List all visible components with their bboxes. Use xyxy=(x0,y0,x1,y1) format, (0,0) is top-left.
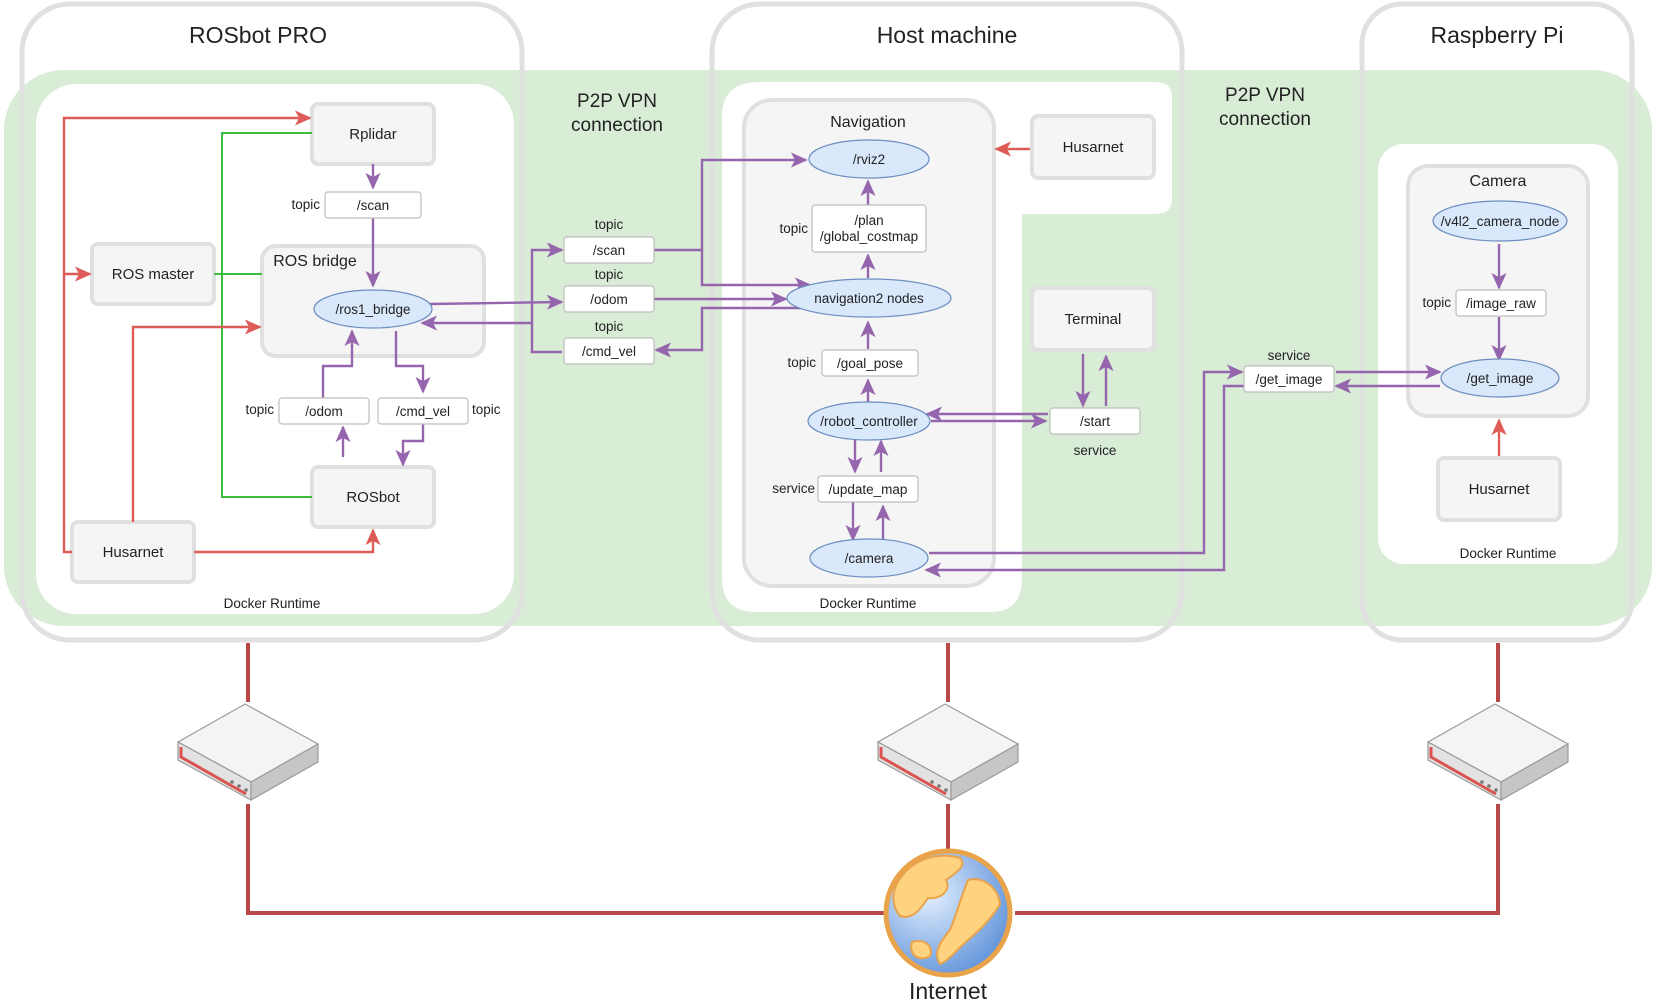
topic-word-image-raw: topic xyxy=(1422,295,1451,310)
service-box-get-image-bridge xyxy=(1243,365,1335,393)
rplidar-label: Rplidar xyxy=(349,126,397,143)
node-camera xyxy=(809,538,929,578)
docker-runtime-label-rpi: Docker Runtime xyxy=(1460,546,1557,561)
node-get-image-rpi xyxy=(1440,358,1560,398)
topic-box-scan-rosbot xyxy=(324,191,422,219)
service-get-image-bridge: /get_image xyxy=(1256,372,1323,387)
service-box-update-map xyxy=(817,475,919,503)
husarnet-label-rosbot: Husarnet xyxy=(103,544,165,561)
topic-box-odom-rosbot xyxy=(278,397,370,425)
topic-global-costmap: /global_costmap xyxy=(820,229,918,244)
vpn-label-right-2: connection xyxy=(1219,109,1311,130)
machine-title-host: Host machine xyxy=(877,22,1018,48)
node-robot-controller xyxy=(807,401,931,441)
husarnet-box-host xyxy=(1030,114,1156,180)
topic-word-cmd-vel-bridge: topic xyxy=(595,319,624,334)
husarnet-box-rpi xyxy=(1436,456,1562,522)
topic-goal-pose: /goal_pose xyxy=(837,356,903,371)
ros-master-label: ROS master xyxy=(112,266,195,283)
topic-cmd-vel-rosbot: /cmd_vel xyxy=(396,404,450,419)
node-navigation2-label: navigation2 nodes xyxy=(814,291,924,306)
node-ros1-bridge xyxy=(313,289,433,329)
vpn-label-left-2: connection xyxy=(571,115,663,136)
service-update-map: /update_map xyxy=(829,482,908,497)
topic-word-plan: topic xyxy=(779,221,808,236)
vpn-label-right-1: P2P VPN xyxy=(1225,85,1305,106)
docker-runtime-label-host: Docker Runtime xyxy=(820,596,917,611)
terminal-label: Terminal xyxy=(1065,311,1122,328)
topic-word-odom-bridge: topic xyxy=(595,267,624,282)
node-robot-controller-label: /robot_controller xyxy=(820,414,918,429)
topic-word-cmd-vel-rosbot: topic xyxy=(472,402,501,417)
ros-master-links xyxy=(214,132,312,498)
node-ros1-bridge-label: /ros1_bridge xyxy=(335,302,410,317)
network-lines xyxy=(246,643,1500,915)
globe-icon xyxy=(883,848,1013,978)
topic-box-image-raw xyxy=(1455,289,1547,317)
node-navigation2 xyxy=(786,278,952,318)
topic-scan-rosbot: /scan xyxy=(357,198,389,213)
camera-group-title: Camera xyxy=(1470,173,1527,190)
node-get-image-rpi-label: /get_image xyxy=(1467,371,1534,386)
topic-cmd-vel-bridge: /cmd_vel xyxy=(582,344,636,359)
topic-odom-bridge: /odom xyxy=(590,292,628,307)
navigation-title: Navigation xyxy=(830,114,906,131)
service-word-get-image: service xyxy=(1268,348,1311,363)
topic-word-odom-rosbot: topic xyxy=(245,402,274,417)
rosbot-label: ROSbot xyxy=(346,489,400,506)
router-icon-rpi xyxy=(1426,703,1570,802)
router-icon-host xyxy=(876,703,1020,802)
service-word-update-map: service xyxy=(772,481,815,496)
ros-bridge-title: ROS bridge xyxy=(273,253,357,270)
topic-word-goal-pose: topic xyxy=(787,355,816,370)
terminal-box xyxy=(1030,286,1156,352)
topic-box-plan xyxy=(811,204,927,253)
topic-plan: /plan xyxy=(854,213,883,228)
topic-box-odom-bridge xyxy=(563,285,655,313)
topic-box-goal-pose xyxy=(821,349,919,377)
husarnet-label-rpi: Husarnet xyxy=(1469,481,1531,498)
topic-scan-bridge: /scan xyxy=(593,243,625,258)
service-start: /start xyxy=(1080,414,1110,429)
node-v4l2-camera-label: /v4l2_camera_node xyxy=(1441,214,1560,229)
service-box-start xyxy=(1049,407,1141,435)
topic-box-cmd-vel-rosbot xyxy=(377,397,469,425)
husarnet-links xyxy=(62,110,1507,554)
machine-frame-rpi xyxy=(1359,1,1635,643)
service-word-start: service xyxy=(1074,443,1117,458)
machine-frame-host xyxy=(709,1,1185,643)
machine-title-rpi: Raspberry Pi xyxy=(1431,22,1564,48)
node-camera-label: /camera xyxy=(845,551,894,566)
node-rviz2 xyxy=(808,139,930,179)
topic-image-raw: /image_raw xyxy=(1466,296,1536,311)
topic-word-scan-bridge: topic xyxy=(595,217,624,232)
husarnet-label-host: Husarnet xyxy=(1063,139,1125,156)
topic-box-scan-bridge xyxy=(563,236,655,264)
topic-odom-rosbot: /odom xyxy=(305,404,343,419)
ros-links xyxy=(321,152,1507,578)
vpn-label-left-1: P2P VPN xyxy=(577,91,657,112)
topic-box-cmd-vel-bridge xyxy=(563,337,655,365)
machine-title-rosbot: ROSbot PRO xyxy=(189,22,327,48)
topic-word-scan-rosbot: topic xyxy=(291,197,320,212)
node-rviz2-label: /rviz2 xyxy=(853,152,885,167)
node-v4l2-camera xyxy=(1432,200,1568,242)
internet-label: Internet xyxy=(909,978,988,1004)
docker-runtime-label-rosbot: Docker Runtime xyxy=(224,596,321,611)
router-icon-rosbot xyxy=(176,703,320,802)
